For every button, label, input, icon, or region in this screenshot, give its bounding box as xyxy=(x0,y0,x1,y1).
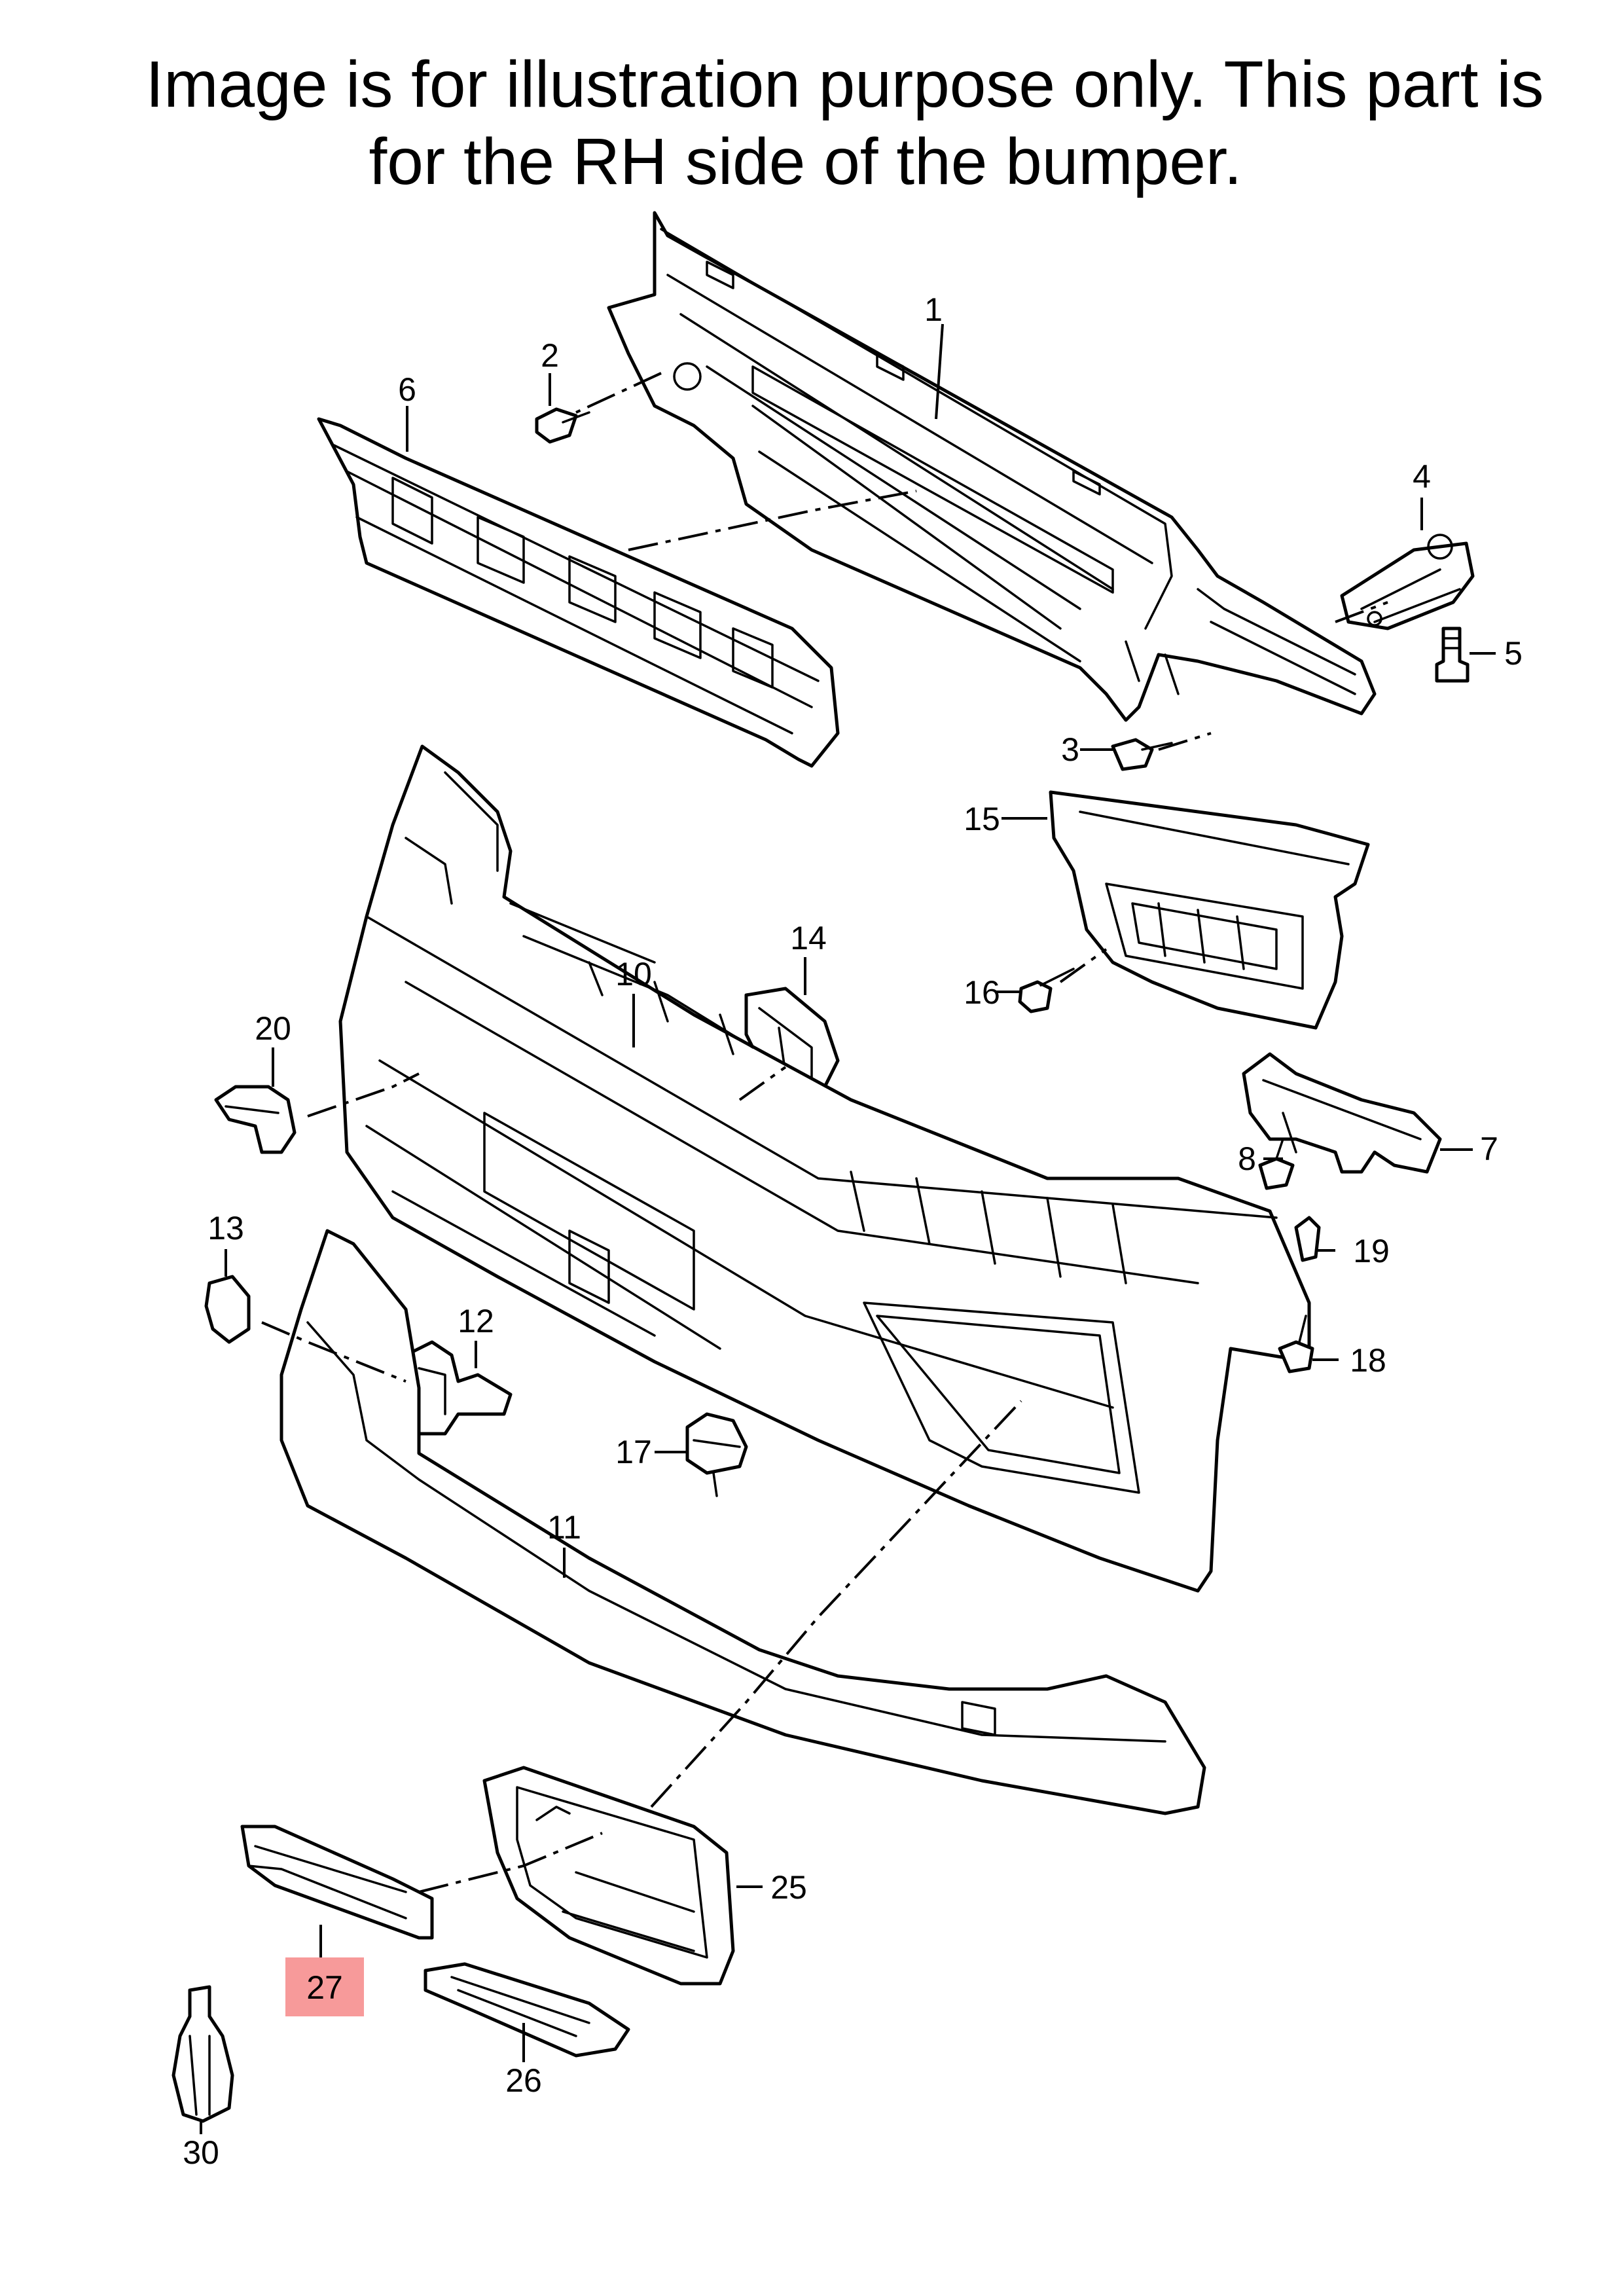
caption-line-2: for the RH side of the bumper. xyxy=(369,125,1242,198)
part-15-side-bracket xyxy=(1049,790,1370,1030)
callout-25: 25 xyxy=(770,1869,807,1906)
part-27-trim-strip xyxy=(240,1825,434,1940)
part-17-bracket xyxy=(685,1412,748,1497)
callout-14: 14 xyxy=(790,920,827,956)
part-4-bracket xyxy=(1340,534,1475,630)
callout-8: 8 xyxy=(1238,1140,1256,1177)
part-10-bumper-cover xyxy=(338,744,1311,1593)
part-6-energy-absorber xyxy=(317,417,840,768)
part-3-screw xyxy=(1111,738,1173,771)
part-19-clip xyxy=(1294,1216,1321,1262)
callout-27: 27 xyxy=(306,1969,343,2006)
leader-lines xyxy=(200,323,1496,2134)
part-16-screw xyxy=(1018,968,1075,1013)
part-25-grille xyxy=(482,1766,735,1986)
part-26-trim-insert xyxy=(424,1962,630,2058)
caption-line-1: Image is for illustration purpose only. … xyxy=(145,48,1544,121)
part-1-bumper-carrier xyxy=(607,211,1377,722)
callout-1: 1 xyxy=(924,291,943,328)
callout-labels: 1 2 3 4 5 6 7 8 10 11 12 13 14 15 16 17 … xyxy=(183,291,1523,2171)
callout-20: 20 xyxy=(255,1010,291,1047)
callout-11: 11 xyxy=(547,1509,581,1546)
callout-7: 7 xyxy=(1480,1131,1498,1167)
assembly-lines xyxy=(261,372,1388,1893)
part-7-bracket xyxy=(1242,1052,1442,1174)
part-5-screw xyxy=(1435,627,1470,683)
callout-2: 2 xyxy=(541,337,559,374)
part-18-screw xyxy=(1278,1315,1314,1373)
part-11-lower-spoiler xyxy=(280,1229,1206,1815)
callout-6: 6 xyxy=(398,371,416,408)
callout-19: 19 xyxy=(1353,1233,1390,1269)
part-13-cap xyxy=(204,1275,251,1344)
callout-18: 18 xyxy=(1350,1342,1386,1379)
callout-4: 4 xyxy=(1413,458,1431,495)
part-8-screw xyxy=(1258,1138,1295,1190)
part-30-plug xyxy=(171,1985,234,2123)
callout-13: 13 xyxy=(208,1210,244,1246)
callout-26: 26 xyxy=(505,2062,542,2099)
callout-17: 17 xyxy=(615,1434,652,1470)
callout-30: 30 xyxy=(183,2134,219,2171)
callout-16: 16 xyxy=(964,974,1000,1011)
callout-10: 10 xyxy=(615,956,652,992)
callout-12: 12 xyxy=(458,1303,494,1339)
callout-15: 15 xyxy=(964,801,1000,837)
part-2-screw xyxy=(535,407,590,444)
callout-3: 3 xyxy=(1061,731,1079,768)
part-12-sensor xyxy=(404,1340,513,1436)
callout-5: 5 xyxy=(1504,635,1523,672)
highlight-box-27 xyxy=(285,1957,364,2016)
part-20-clip xyxy=(214,1085,297,1154)
